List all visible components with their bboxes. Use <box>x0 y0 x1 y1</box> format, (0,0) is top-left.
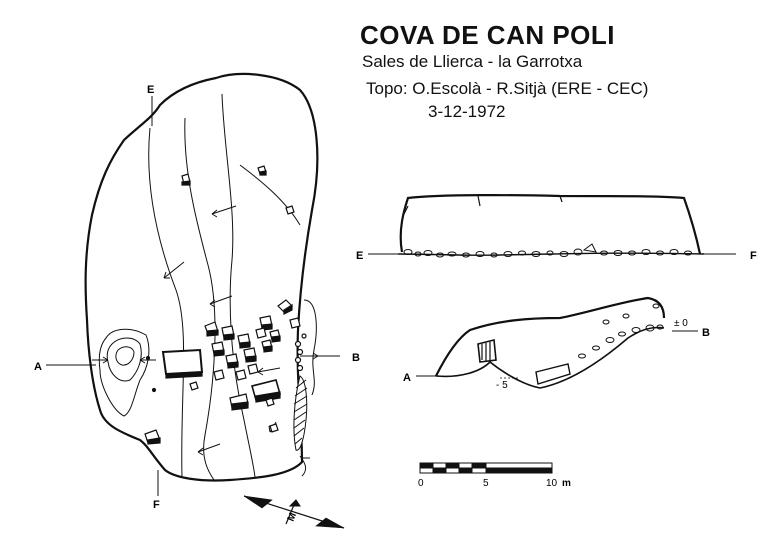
slope-arrow <box>209 295 233 308</box>
contour-line <box>221 93 256 479</box>
section-ab-entrance-block <box>477 338 497 363</box>
scale-unit: m <box>562 478 571 489</box>
section-ef-label-e: E <box>356 250 363 262</box>
plan-label-a: A <box>34 361 42 373</box>
north-arrow-icon <box>243 495 345 529</box>
scale-tick-0: 0 <box>418 478 424 489</box>
cave-location: Sales de Llierca - la Garrotxa <box>362 52 583 71</box>
section-ef-rubble <box>403 243 692 258</box>
scale-tick-10: 10 <box>546 478 558 489</box>
section-ab-rubble <box>578 303 664 359</box>
slope-arrow <box>92 356 109 364</box>
rock-hatching <box>293 299 317 477</box>
section-ef-outline <box>399 194 702 255</box>
contour-line <box>148 127 185 479</box>
plan-outline <box>84 72 319 482</box>
scale-tick-5: 5 <box>483 478 489 489</box>
depth-minus5-label: - 5 <box>496 380 508 391</box>
pit-contour <box>106 337 142 382</box>
section-ab-label-a: A <box>403 372 411 384</box>
plan-label-f: F <box>153 499 160 511</box>
slope-arrow <box>211 205 237 218</box>
boulders <box>144 165 307 445</box>
survey-credit: Topo: O.Escolà - R.Sitjà (ERE - CEC) <box>366 79 649 98</box>
scale-bar <box>419 462 553 474</box>
section-ab-ceiling <box>435 296 666 377</box>
section-ab-profile <box>416 296 698 389</box>
north-label: M <box>286 511 299 523</box>
section-ef-label-f: F <box>750 250 757 262</box>
section-ef-ceiling-notches <box>403 195 563 215</box>
slope-arrow <box>257 367 281 376</box>
section-ef-profile <box>368 194 736 258</box>
plan-label-e: E <box>147 84 154 96</box>
section-ab-label-b: B <box>702 327 710 339</box>
contour-line <box>239 164 301 226</box>
pit-contour <box>98 328 150 417</box>
section-ab-fallen-block <box>535 363 571 385</box>
cave-plan <box>46 72 340 496</box>
pit-contour <box>115 346 135 366</box>
cave-title: COVA DE CAN POLI <box>360 20 616 50</box>
slope-arrow <box>197 443 221 456</box>
slope-arrow <box>163 261 185 279</box>
survey-date: 3-12-1972 <box>428 102 506 121</box>
contour-line <box>184 117 216 481</box>
plan-label-b: B <box>352 352 360 364</box>
depth-zero-label: ± 0 <box>674 318 688 329</box>
section-ab-floor <box>435 326 665 389</box>
